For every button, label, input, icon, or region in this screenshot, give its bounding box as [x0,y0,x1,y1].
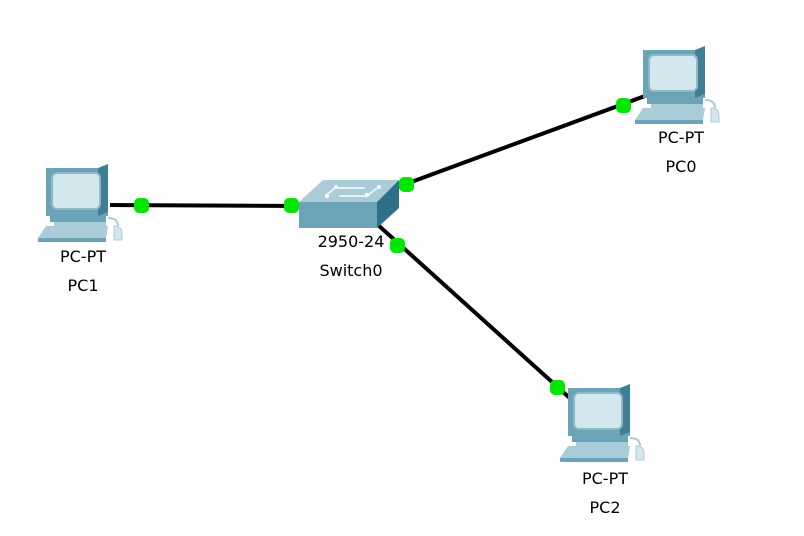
pc-icon[interactable] [559,383,645,463]
port-lights [134,98,631,395]
port-light-pc1 [134,198,149,213]
switch-icon[interactable] [298,179,400,229]
node-name-label: Switch0 [319,261,382,280]
port-light-switch0-pc1 [284,198,299,213]
node-pc2[interactable]: PC-PT PC2 [559,383,645,517]
node-name-label: PC1 [68,276,99,295]
pc-icon[interactable] [37,163,123,243]
port-light-pc0 [616,98,631,113]
node-model-label: 2950-24 [318,232,385,251]
node-name-label: PC2 [590,498,621,517]
link-switch0-pc2[interactable] [376,223,574,402]
node-model-label: PC-PT [582,469,628,488]
node-pc1[interactable]: PC-PT PC1 [37,163,123,295]
node-model-label: PC-PT [60,247,106,266]
link-switch0-pc0[interactable] [394,94,646,190]
node-pc0[interactable]: PC-PT PC0 [634,45,720,176]
node-switch0[interactable]: 2950-24 Switch0 [298,179,400,280]
pc-icon[interactable] [634,45,720,125]
port-light-switch0-pc0 [399,177,414,192]
node-name-label: PC0 [666,157,697,176]
port-light-pc2 [550,380,565,395]
port-light-switch0-pc2 [390,238,405,253]
node-model-label: PC-PT [658,128,704,147]
